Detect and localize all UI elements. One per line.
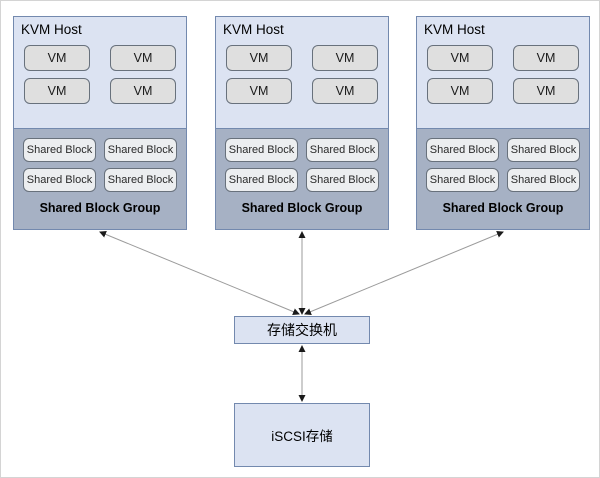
shared-block-group-label: Shared Block Group	[39, 201, 161, 215]
shared-block-group-label: Shared Block Group	[442, 201, 564, 215]
vm-box[interactable]: VM	[312, 45, 378, 71]
edge-host3-switch	[304, 231, 504, 315]
vm-area: VM VM VM VM	[417, 45, 589, 127]
vm-area: VM VM VM VM	[14, 45, 186, 127]
shared-block-box[interactable]: Shared Block	[426, 138, 499, 162]
vm-box[interactable]: VM	[226, 45, 292, 71]
vm-box[interactable]: VM	[24, 78, 90, 104]
vm-box[interactable]: VM	[110, 78, 176, 104]
shared-block-box[interactable]: Shared Block	[225, 138, 298, 162]
shared-block-box[interactable]: Shared Block	[507, 138, 580, 162]
iscsi-storage-node[interactable]: iSCSI存储	[234, 403, 370, 467]
vm-box[interactable]: VM	[513, 78, 579, 104]
vm-box[interactable]: VM	[513, 45, 579, 71]
vm-box[interactable]: VM	[226, 78, 292, 104]
shared-block-group-label: Shared Block Group	[241, 201, 363, 215]
shared-block-box[interactable]: Shared Block	[306, 138, 379, 162]
vm-box[interactable]: VM	[24, 45, 90, 71]
vm-area: VM VM VM VM	[216, 45, 388, 127]
kvm-host-panel[interactable]: KVM Host VM VM VM VM Shared Block Shared…	[13, 16, 187, 230]
host-title: KVM Host	[21, 22, 82, 37]
vm-grid: VM VM VM VM	[427, 45, 579, 104]
shared-block-grid: Shared Block Shared Block Shared Block S…	[426, 138, 580, 192]
shared-block-box[interactable]: Shared Block	[104, 138, 177, 162]
shared-block-box[interactable]: Shared Block	[306, 168, 379, 192]
host-title: KVM Host	[424, 22, 485, 37]
edge-host1-switch	[99, 231, 300, 315]
shared-block-box[interactable]: Shared Block	[426, 168, 499, 192]
shared-block-group: Shared Block Shared Block Shared Block S…	[216, 128, 388, 229]
shared-block-grid: Shared Block Shared Block Shared Block S…	[225, 138, 379, 192]
shared-block-group: Shared Block Shared Block Shared Block S…	[14, 128, 186, 229]
host-title: KVM Host	[223, 22, 284, 37]
kvm-host-panel[interactable]: KVM Host VM VM VM VM Shared Block Shared…	[416, 16, 590, 230]
shared-block-box[interactable]: Shared Block	[23, 138, 96, 162]
shared-block-group: Shared Block Shared Block Shared Block S…	[417, 128, 589, 229]
vm-box[interactable]: VM	[312, 78, 378, 104]
shared-block-grid: Shared Block Shared Block Shared Block S…	[23, 138, 177, 192]
vm-box[interactable]: VM	[427, 78, 493, 104]
vm-box[interactable]: VM	[427, 45, 493, 71]
storage-switch-label: 存储交换机	[267, 322, 337, 338]
shared-block-box[interactable]: Shared Block	[225, 168, 298, 192]
vm-box[interactable]: VM	[110, 45, 176, 71]
kvm-host-panel[interactable]: KVM Host VM VM VM VM Shared Block Shared…	[215, 16, 389, 230]
shared-block-box[interactable]: Shared Block	[507, 168, 580, 192]
vm-grid: VM VM VM VM	[226, 45, 378, 104]
shared-block-box[interactable]: Shared Block	[23, 168, 96, 192]
shared-block-box[interactable]: Shared Block	[104, 168, 177, 192]
iscsi-storage-label: iSCSI存储	[271, 429, 333, 444]
storage-switch-node[interactable]: 存储交换机	[234, 316, 370, 344]
vm-grid: VM VM VM VM	[24, 45, 176, 104]
